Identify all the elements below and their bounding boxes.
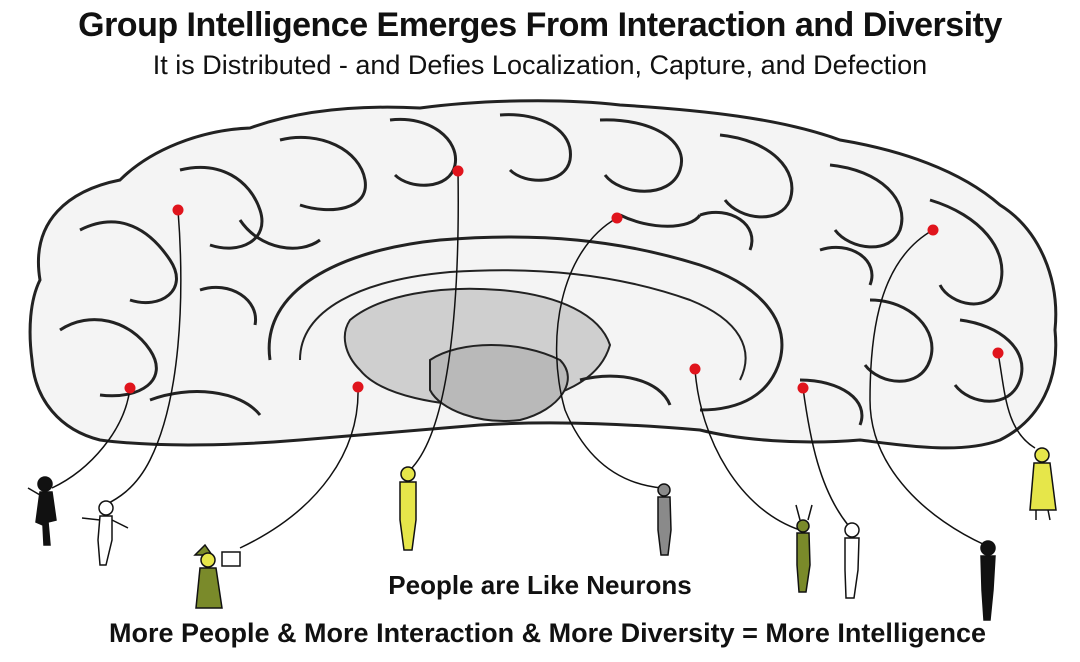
neuron-dot [352, 381, 364, 393]
brain-illustration [28, 99, 1058, 450]
person-figure [795, 504, 813, 593]
neuron-dot [124, 382, 136, 394]
person-figure [1029, 447, 1057, 521]
neuron-dot [992, 347, 1004, 359]
person-figure [399, 466, 417, 551]
person-figure [27, 476, 57, 546]
person-figure [980, 540, 996, 621]
caption-intelligence-equation: More People & More Interaction & More Di… [109, 618, 986, 648]
neuron-dot [927, 224, 939, 236]
person-figure [657, 483, 672, 556]
diagram-subtitle: It is Distributed - and Defies Localizat… [152, 50, 928, 80]
neuron-dot [689, 363, 701, 375]
neuron-dot [452, 165, 464, 177]
person-figure [844, 522, 860, 599]
neuron-dot [172, 204, 184, 216]
neuron-dot [611, 212, 623, 224]
people-figures [27, 447, 1057, 621]
person-figure [193, 543, 241, 609]
connection-lines [51, 170, 1036, 549]
caption-people-neurons: People are Like Neurons [388, 570, 692, 600]
neuron-dot [797, 382, 809, 394]
diagram-title: Group Intelligence Emerges From Interact… [78, 6, 1002, 44]
person-figure [81, 500, 129, 566]
neuron-dots [124, 165, 1004, 394]
